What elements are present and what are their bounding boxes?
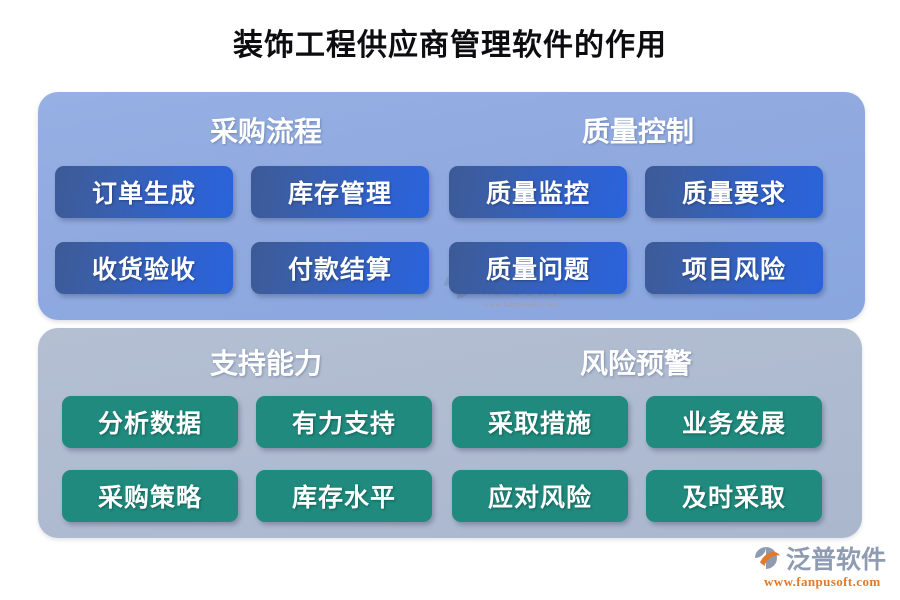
item-box-analyze-data[interactable]: 分析数据 [62,396,238,448]
item-box-inventory-management[interactable]: 库存管理 [251,166,429,218]
fanpu-logo-icon [755,547,780,569]
page-title: 装饰工程供应商管理软件的作用 [233,29,667,62]
item-box-goods-receipt-acceptance[interactable]: 收货验收 [55,242,233,294]
brand-url: www.fanpusoft.com [764,574,881,589]
brand-name: 泛普软件 [786,547,887,574]
item-box-quality-requirements[interactable]: 质量要求 [645,166,823,218]
item-box-payment-settlement[interactable]: 付款结算 [251,242,429,294]
item-box-business-development[interactable]: 业务发展 [646,396,822,448]
panel-procurement-quality: 泛普软件 www.fanpusoft.com 采购流程 质量控制 订单生成 库存… [38,92,865,320]
item-box-respond-to-risk[interactable]: 应对风险 [452,470,628,522]
item-box-quality-monitoring[interactable]: 质量监控 [449,166,627,218]
item-box-take-measures[interactable]: 采取措施 [452,396,628,448]
item-box-order-generation[interactable]: 订单生成 [55,166,233,218]
panel-support-risk: 支持能力 风险预警 分析数据 有力支持 采购策略 库存水平 采取措施 业务发展 … [38,328,862,538]
item-box-project-risk[interactable]: 项目风险 [645,242,823,294]
group-heading-procurement-process: 采购流程 [209,117,322,148]
group-heading-risk-warning: 风险预警 [579,349,692,380]
item-box-inventory-level[interactable]: 库存水平 [256,470,432,522]
group-heading-support-capability: 支持能力 [209,349,322,380]
item-box-quality-issues[interactable]: 质量问题 [449,242,627,294]
item-box-strong-support[interactable]: 有力支持 [256,396,432,448]
item-box-timely-action[interactable]: 及时采取 [646,470,822,522]
brand-logo: 泛普软件 www.fanpusoft.com [752,543,894,593]
item-box-procurement-strategy[interactable]: 采购策略 [62,470,238,522]
group-heading-quality-control: 质量控制 [581,117,694,148]
svg-text:www.fanpusoft.com: www.fanpusoft.com [482,299,559,309]
brand-logo-row: 泛普软件 [752,543,894,574]
